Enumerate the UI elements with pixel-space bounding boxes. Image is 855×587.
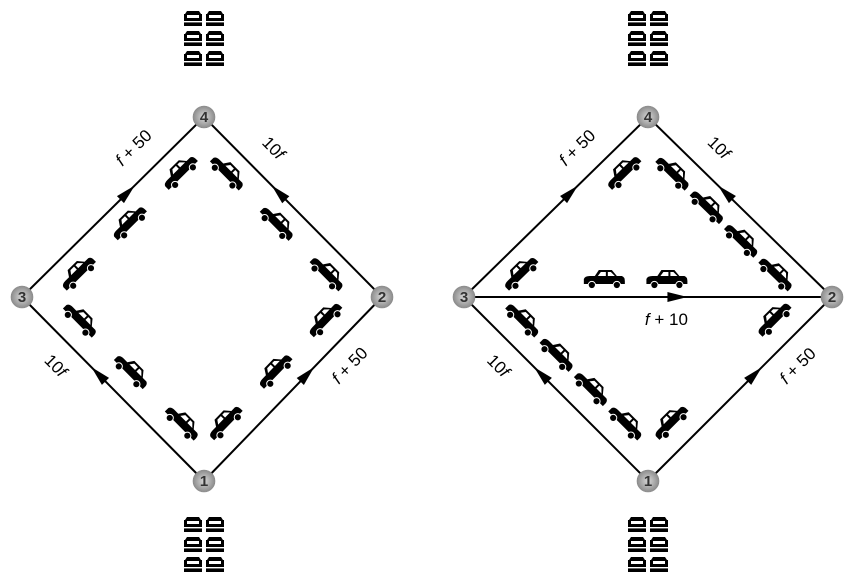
- edges-layer: [22, 117, 832, 481]
- edge-2-4: [204, 117, 382, 297]
- car-1-2-1: [650, 401, 692, 443]
- car-3-4-3: [159, 151, 201, 193]
- parked-car-1-top-3: [184, 31, 202, 46]
- parked-car-2-bottom-4: [650, 537, 668, 552]
- edge-label-1-2: f + 50: [328, 344, 372, 388]
- car-3-4-2: [602, 151, 644, 193]
- edge-label-1-2: f + 50: [776, 344, 820, 388]
- edge-3-4: [464, 117, 648, 297]
- parked-cars-layer: [184, 11, 668, 572]
- car-1-3-2: [111, 350, 153, 392]
- car-3-2-1: [584, 270, 625, 289]
- node-label-1: 1: [644, 473, 652, 490]
- node-label-2: 2: [828, 289, 836, 306]
- nodes-layer: 1 2 3 4 1 2 3 4: [11, 106, 843, 492]
- car-3-2-2: [646, 270, 687, 289]
- parked-car-1-bottom-4: [206, 537, 224, 552]
- node-label-2: 2: [378, 289, 386, 306]
- node-3: 3: [11, 286, 33, 308]
- parked-car-1-bottom-3: [184, 537, 202, 552]
- edge-label-3-4: f + 50: [112, 126, 156, 170]
- parked-car-1-top-5: [184, 51, 202, 66]
- node-1: 1: [637, 470, 659, 492]
- car-1-3-3: [60, 299, 102, 341]
- edge-label-2-4: 10f: [258, 133, 290, 165]
- car-2-4-1: [306, 252, 348, 294]
- edge-label-1-3: 10f: [483, 351, 515, 383]
- car-2-4-3: [207, 152, 249, 194]
- parked-car-2-top-2: [650, 11, 668, 26]
- car-1-3-3: [536, 333, 578, 375]
- car-3-4-1: [499, 252, 541, 294]
- parked-car-2-top-4: [650, 31, 668, 46]
- node-2: 2: [821, 286, 843, 308]
- edge-3-4: [22, 117, 204, 297]
- parked-car-2-bottom-2: [650, 517, 668, 532]
- node-label-4: 4: [200, 109, 209, 126]
- car-1-2-2: [753, 298, 795, 340]
- parked-car-2-bottom-5: [628, 557, 646, 572]
- car-3-4-1: [57, 252, 99, 294]
- edge-labels-layer: 10f f + 50 f + 50 10f 10f f + 50 f + 10 f + 50 1…: [40, 126, 820, 388]
- parked-car-1-bottom-6: [206, 557, 224, 572]
- car-1-3-4: [502, 299, 544, 341]
- parked-car-1-bottom-5: [184, 557, 202, 572]
- parked-car-2-bottom-1: [628, 517, 646, 532]
- edge-1-3: [464, 297, 648, 481]
- car-1-2-1: [204, 401, 246, 443]
- edge-1-2: [204, 297, 382, 481]
- car-3-4-2: [108, 201, 150, 243]
- parked-car-1-top-4: [206, 31, 224, 46]
- parked-car-2-top-5: [628, 51, 646, 66]
- parked-car-2-top-3: [628, 31, 646, 46]
- parked-car-1-top-1: [184, 11, 202, 26]
- node-label-1: 1: [200, 473, 208, 490]
- car-2-4-1: [755, 253, 797, 295]
- edge-2-4: [648, 117, 832, 297]
- node-2: 2: [371, 286, 393, 308]
- edge-label-3-2: f + 10: [645, 310, 688, 329]
- node-label-3: 3: [18, 289, 26, 306]
- car-1-2-3: [304, 298, 346, 340]
- edge-label-3-4: f + 50: [556, 126, 600, 170]
- car-1-3-1: [162, 402, 204, 444]
- edge-label-2-4: 10f: [703, 133, 735, 165]
- parked-car-2-bottom-3: [628, 537, 646, 552]
- parked-car-2-bottom-6: [650, 557, 668, 572]
- car-1-3-2: [571, 367, 613, 409]
- node-4: 4: [193, 106, 215, 128]
- parked-car-2-top-1: [628, 11, 646, 26]
- edge-1-3: [22, 297, 204, 481]
- parked-car-2-top-6: [650, 51, 668, 66]
- node-label-4: 4: [644, 109, 653, 126]
- node-1: 1: [193, 470, 215, 492]
- edge-arrow-3-2: [667, 292, 687, 302]
- car-2-4-2: [256, 202, 298, 244]
- parked-car-1-bottom-2: [206, 517, 224, 532]
- car-2-4-4: [652, 152, 694, 194]
- parked-car-1-top-6: [206, 51, 224, 66]
- parked-car-1-bottom-1: [184, 517, 202, 532]
- car-1-3-1: [605, 402, 647, 444]
- car-1-2-2: [254, 350, 296, 392]
- parked-car-1-top-2: [206, 11, 224, 26]
- node-3: 3: [453, 286, 475, 308]
- car-2-4-2: [721, 219, 763, 261]
- edge-label-1-3: 10f: [40, 351, 72, 383]
- node-label-3: 3: [460, 289, 468, 306]
- node-4: 4: [637, 106, 659, 128]
